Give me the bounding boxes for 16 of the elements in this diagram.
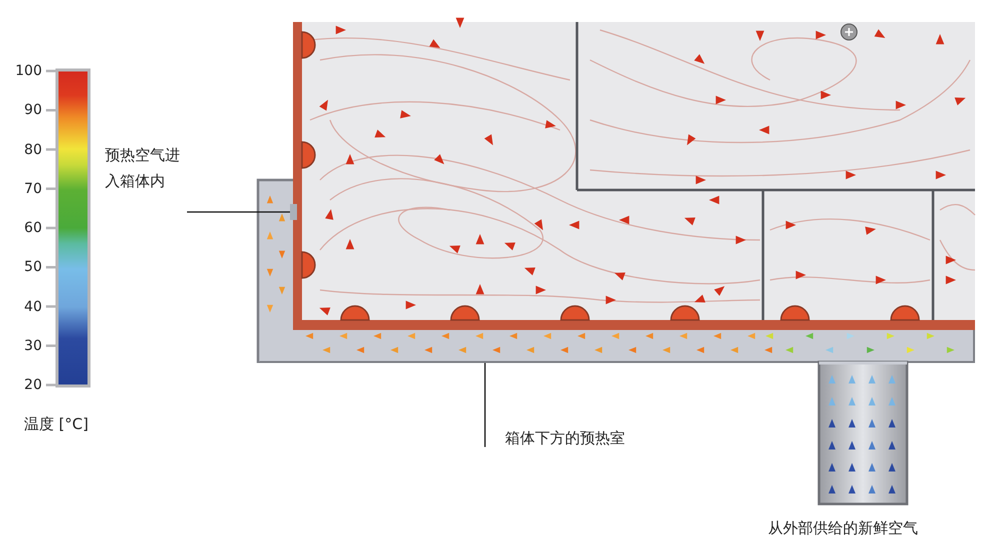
tick-label: 100 <box>14 62 42 81</box>
tick-label: 50 <box>23 258 42 278</box>
tick-label: 70 <box>23 180 42 199</box>
tick-label: 80 <box>23 140 42 160</box>
tick-label: 60 <box>23 219 42 238</box>
tick-label: 20 <box>23 376 42 395</box>
tick-label: 30 <box>23 336 42 356</box>
callout-text: 预热空气进入箱体内 <box>105 145 181 192</box>
axis-title: 温度 [°C] <box>24 414 88 435</box>
leader-line <box>187 211 290 213</box>
tick-label: 90 <box>23 101 42 120</box>
caption-text: 从外部供给的新鲜空气 <box>768 518 918 539</box>
callout-text: 箱体下方的预热室 <box>505 428 626 449</box>
air-inlet-opening <box>290 204 297 220</box>
tick-label: 40 <box>23 298 42 316</box>
leader-line <box>484 363 486 447</box>
